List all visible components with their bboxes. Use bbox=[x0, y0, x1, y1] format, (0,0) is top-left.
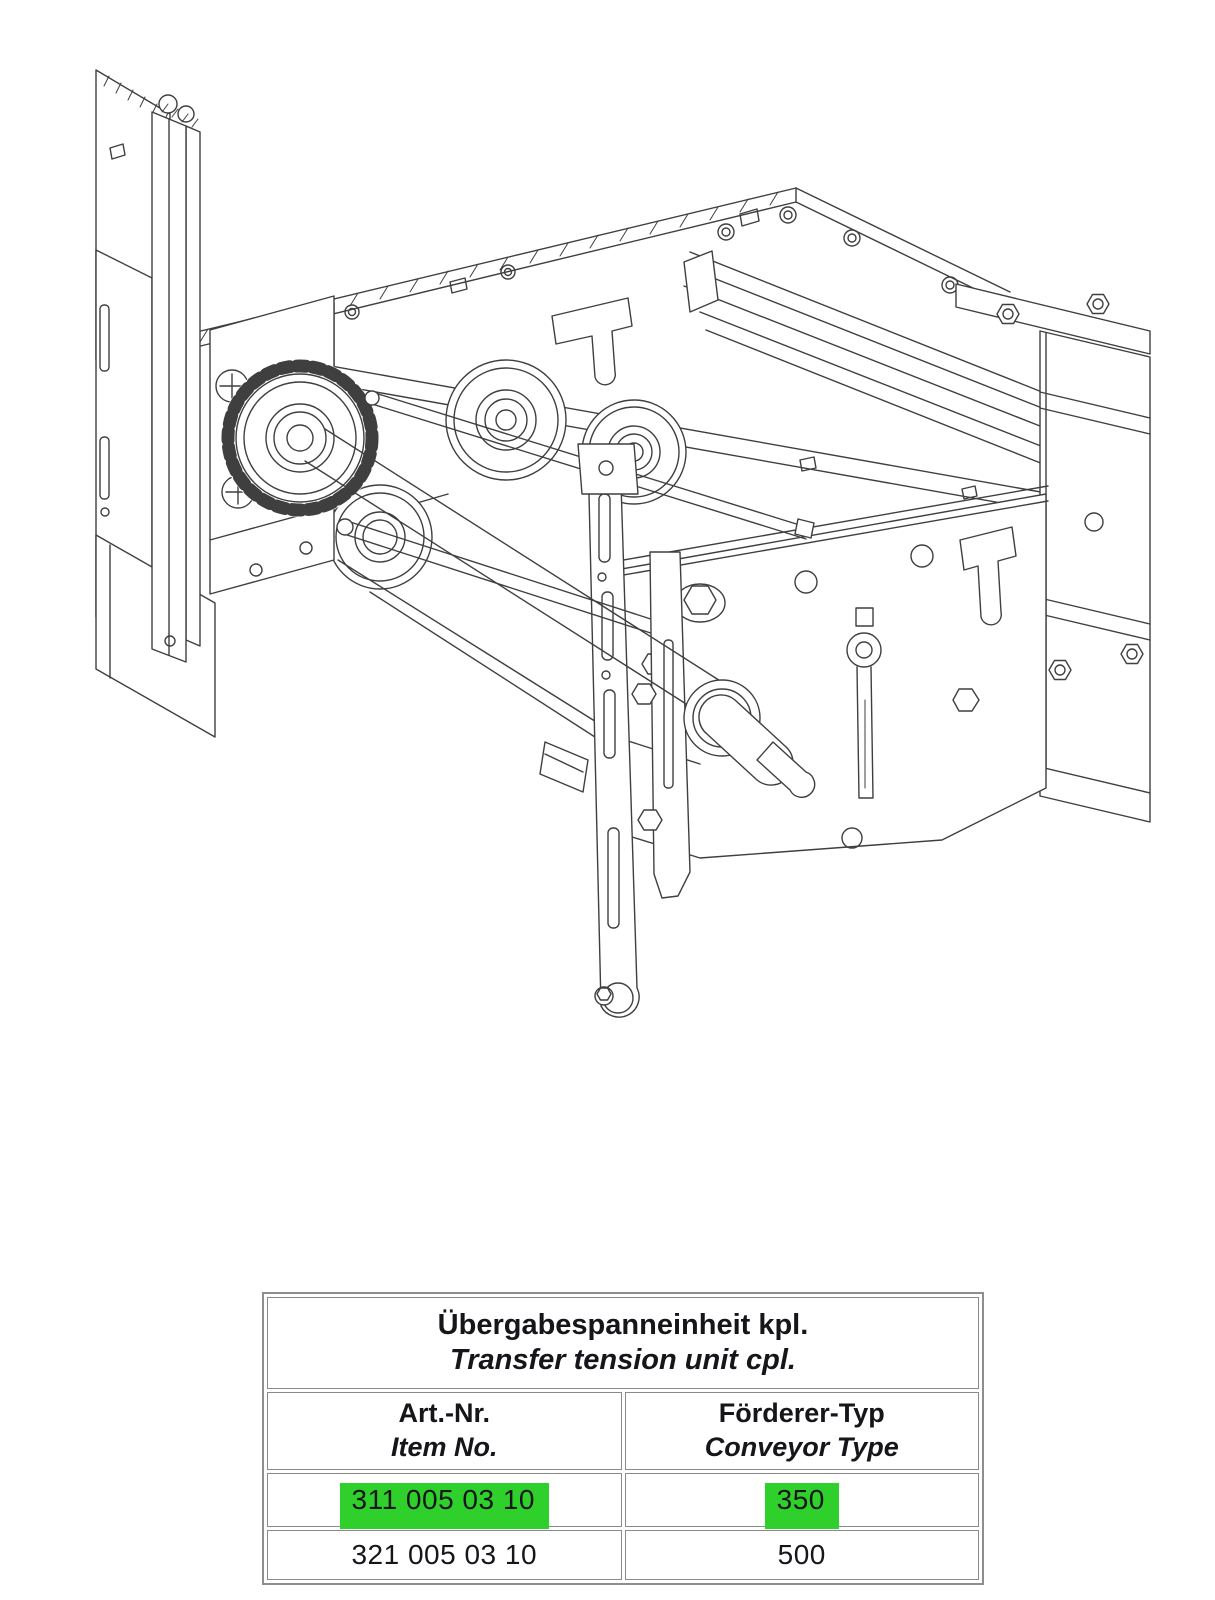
sprocket-assembly bbox=[210, 296, 379, 594]
right-end-rail bbox=[956, 284, 1150, 822]
t-slot-cutout-2 bbox=[960, 527, 1016, 625]
arm-bottom-roller bbox=[595, 983, 633, 1013]
col-header-conveyor-type-en: Conveyor Type bbox=[704, 1431, 899, 1462]
item-no-value: 321 005 03 10 bbox=[351, 1538, 538, 1570]
parts-table: Übergabespanneinheit kpl. Transfer tensi… bbox=[262, 1292, 984, 1585]
t-slot-cutout bbox=[552, 298, 632, 385]
table-row: 321 005 03 10 500 bbox=[267, 1529, 979, 1580]
hex-nuts bbox=[997, 295, 1143, 680]
clamp-bar bbox=[632, 552, 690, 898]
col-header-item-no-en: Item No. bbox=[390, 1431, 498, 1462]
col-header-conveyor-type: Förderer-Typ Conveyor Type bbox=[624, 1392, 979, 1470]
table-title-de: Übergabespanneinheit kpl. bbox=[437, 1308, 809, 1341]
tension-arm bbox=[588, 452, 639, 1017]
col-header-item-no: Art.-Nr. Item No. bbox=[267, 1392, 622, 1470]
hex-bolt-right bbox=[953, 689, 979, 711]
table-title-en: Transfer tension unit cpl. bbox=[450, 1344, 796, 1376]
bearing-flange bbox=[684, 680, 815, 797]
clevis-joint bbox=[578, 444, 638, 494]
clamp-bolt-lower bbox=[638, 810, 662, 830]
table-row: 311 005 03 10 350 bbox=[267, 1472, 979, 1529]
highlight-mark: 311 005 03 10 bbox=[339, 1483, 549, 1529]
roller-lower-left bbox=[328, 485, 432, 589]
table-title: Übergabespanneinheit kpl. Transfer tensi… bbox=[267, 1297, 979, 1389]
channel-beam bbox=[684, 251, 1048, 466]
item-no-cell: 321 005 03 10 bbox=[267, 1529, 622, 1580]
clamp-bolt-upper bbox=[632, 684, 656, 704]
roller-top-left bbox=[446, 360, 566, 480]
foot-bracket bbox=[540, 742, 588, 792]
left-bracket-assembly bbox=[96, 70, 215, 737]
tie-rod-lower bbox=[337, 519, 660, 636]
conveyor-type-cell: 350 bbox=[624, 1472, 979, 1529]
col-header-conveyor-type-de: Förderer-Typ bbox=[718, 1398, 885, 1428]
conveyor-type-cell: 500 bbox=[624, 1529, 979, 1580]
eye-bolt bbox=[847, 608, 881, 798]
highlight-mark: 350 bbox=[764, 1483, 839, 1529]
channel-bar bbox=[186, 126, 200, 646]
conveyor-type-value: 500 bbox=[777, 1538, 826, 1570]
drive-shaft bbox=[305, 429, 725, 716]
sprocket bbox=[221, 359, 379, 517]
item-no-cell: 311 005 03 10 bbox=[267, 1472, 622, 1529]
hinge-knuckles bbox=[159, 95, 198, 127]
col-header-item-no-de: Art.-Nr. bbox=[398, 1398, 490, 1428]
chassis-edges bbox=[338, 560, 700, 792]
lower-plate bbox=[612, 486, 1048, 858]
